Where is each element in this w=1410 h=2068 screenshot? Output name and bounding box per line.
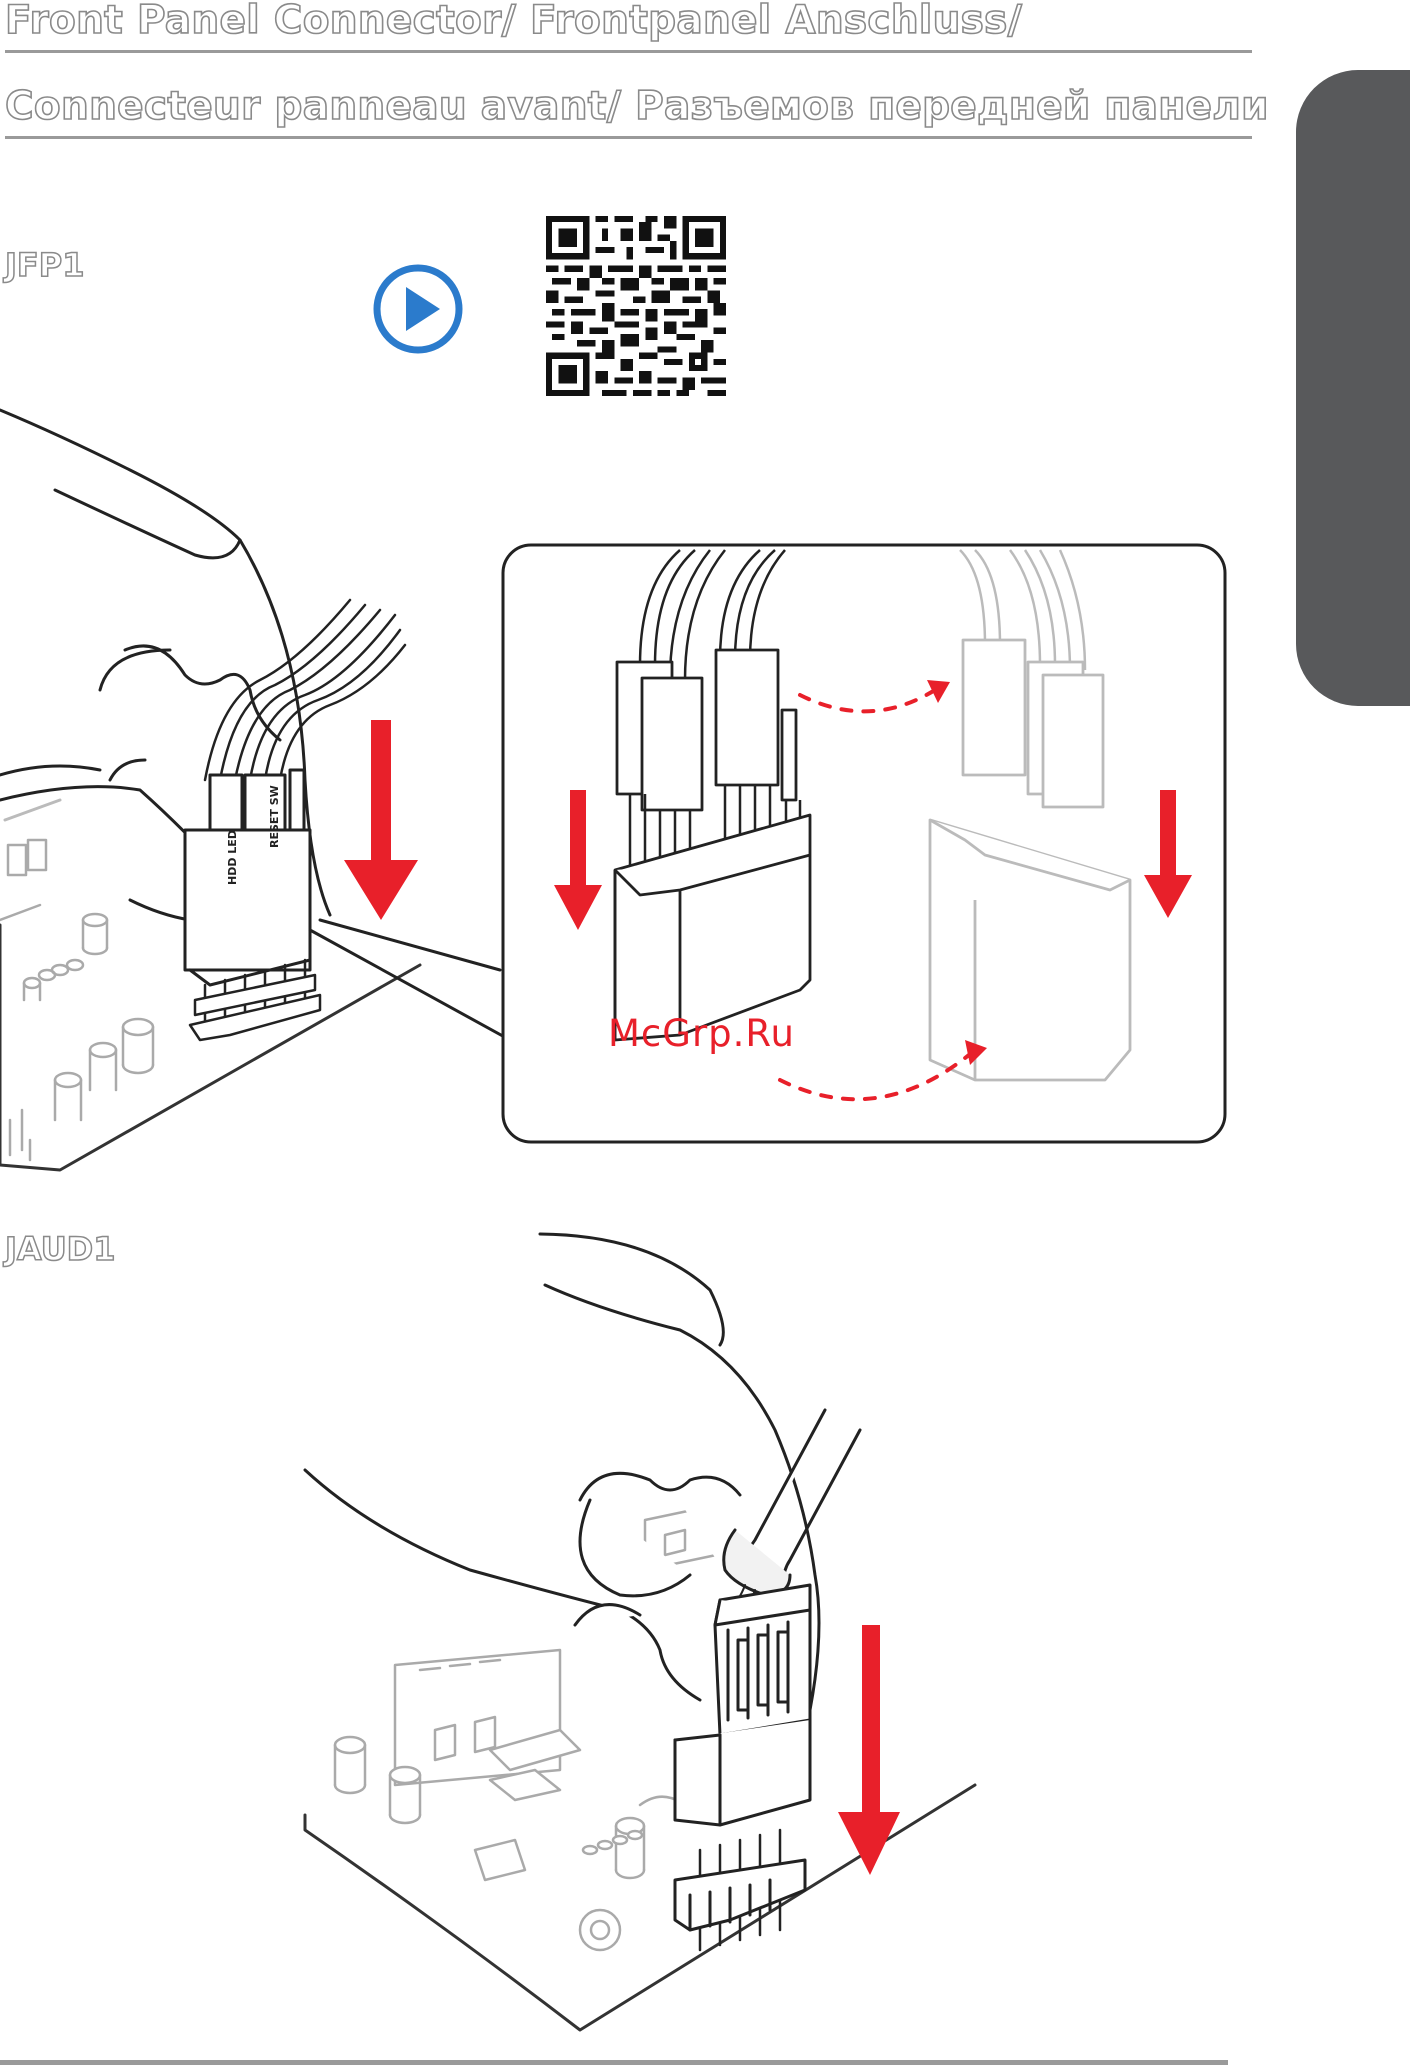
title-rule-2 (5, 136, 1252, 139)
footer-rule (0, 2060, 1228, 2065)
qr-code-icon[interactable] (546, 216, 726, 396)
jaud1-illustration (0, 1230, 1410, 2050)
title-line-1: Front Panel Connector/ Frontpanel Anschl… (5, 0, 1022, 46)
label-hdd-led: HDD LED (226, 830, 239, 885)
jfp1-illustration (0, 400, 1410, 1180)
section-label-jfp1: JFP1 (5, 246, 84, 284)
title-rule-1 (5, 50, 1252, 53)
play-button-icon[interactable] (372, 263, 464, 355)
label-reset-sw: RESET SW (268, 785, 281, 848)
title-line-2: Connecteur panneau avant/ Разъемов перед… (5, 82, 1269, 132)
watermark: McGrp.Ru (608, 1012, 795, 1055)
